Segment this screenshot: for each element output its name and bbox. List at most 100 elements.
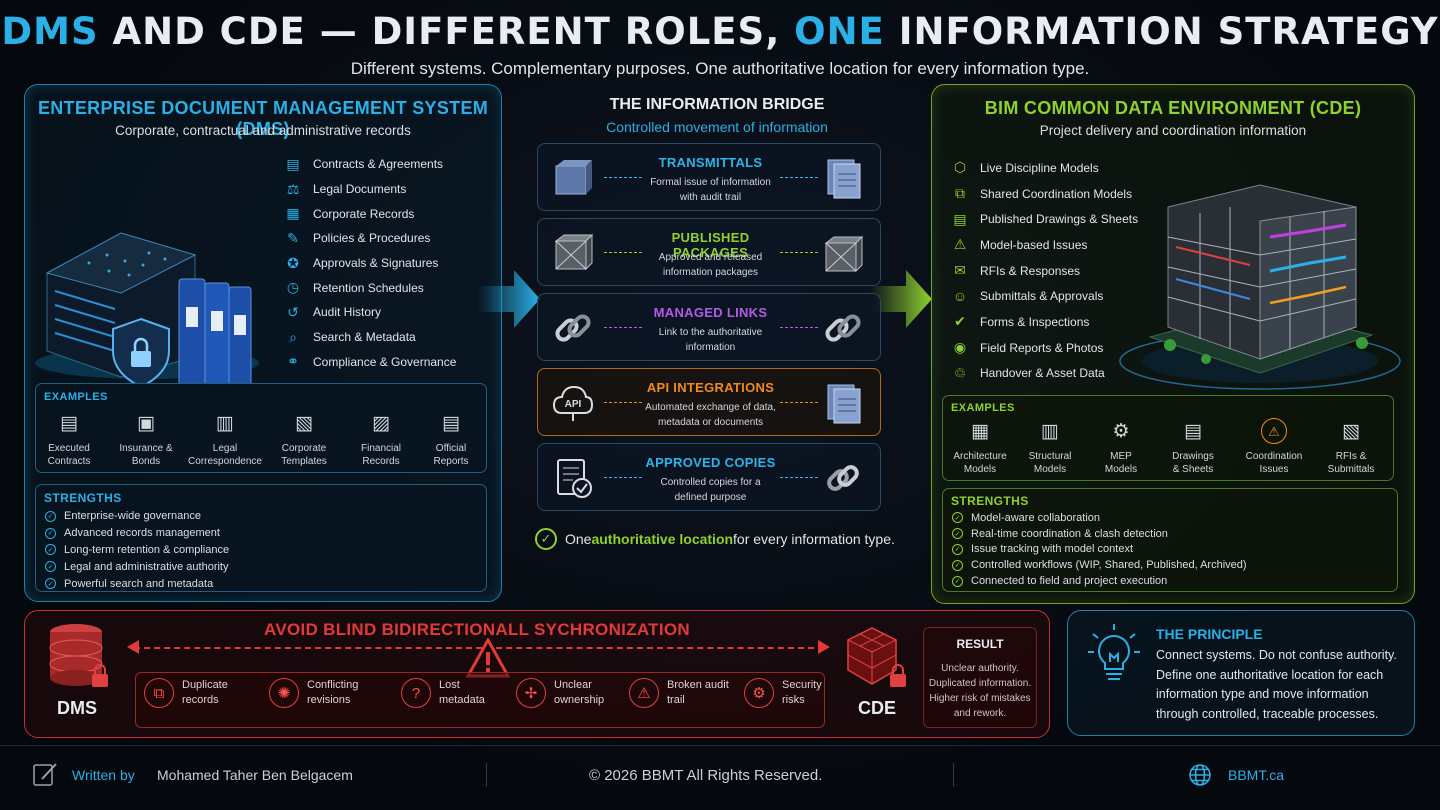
avoid-cde-label: CDE <box>857 698 896 718</box>
bridge-item-name: TRANSMITTALS <box>658 155 763 170</box>
check-icon: ✓ <box>45 510 56 522</box>
cde-panel: BIM COMMON DATA ENVIRONMENT (CDE) Projec… <box>931 84 1415 604</box>
documents-icon <box>827 159 861 199</box>
report-icon: ▤ <box>442 412 460 434</box>
cde-item-list: ⬡Live Discipline Models ⧉Shared Coordina… <box>950 155 1138 386</box>
cde-item: ☺Submittals & Approvals <box>950 283 1138 309</box>
broken-audit-icon: ⚠ <box>629 678 659 708</box>
issue-warning-icon: ⚠ <box>953 236 967 253</box>
template-icon: ▧ <box>295 412 313 434</box>
folder-star-icon: ▣ <box>137 412 155 434</box>
dms-item-list: ▤Contracts & Agreements ⚖Legal Documents… <box>283 152 456 374</box>
policy-icon: ✎ <box>287 229 299 246</box>
dashed-arrow <box>604 177 642 178</box>
check-icon: ✓ <box>952 575 963 587</box>
principle-title: THE PRINCIPLE <box>1156 626 1263 642</box>
cde-item: ✔Forms & Inspections <box>950 309 1138 335</box>
model-share-icon: ⧉ <box>955 185 965 202</box>
cde-title: BIM COMMON DATA ENVIRONMENT (CDE) <box>984 98 1362 118</box>
page-subtitle: Different systems. Complementary purpose… <box>350 59 1090 78</box>
footer-divider <box>0 745 1440 746</box>
bridge-item-published-packages: PUBLISHED PACKAGES Approved and released… <box>537 218 881 286</box>
dms-item: ✪Approvals & Signatures <box>283 251 456 276</box>
cde-example: ▤Drawings& Sheets <box>1153 418 1233 476</box>
mep-model-icon: ⚙ <box>1112 420 1130 442</box>
dashed-arrow <box>780 177 818 178</box>
footer-separator <box>486 763 487 787</box>
check-icon: ✓ <box>45 561 56 573</box>
cde-subtitle: Project delivery and coordination inform… <box>1039 123 1307 138</box>
governance-icon: ⚭ <box>287 353 299 370</box>
avoid-title: AVOID BLIND BIDIRECTIONALL SYCHRONIZATIO… <box>264 620 690 639</box>
arrow-left-icon <box>127 640 139 654</box>
architecture-model-icon: ▦ <box>971 420 989 442</box>
handover-icon: ♲ <box>953 364 967 381</box>
bridge-item-name: MANAGED LINKS <box>653 305 768 320</box>
cde-item: ⧉Shared Coordination Models <box>950 181 1138 207</box>
principle-panel <box>1067 610 1415 736</box>
bim-building-illustration <box>1119 184 1401 390</box>
check-circle-icon: ✓ <box>535 528 557 550</box>
written-by-label: Written by <box>72 767 135 783</box>
dms-item-label: Legal Documents <box>313 182 407 197</box>
dms-title: ENTERPRISE DOCUMENT MANAGEMENT SYSTEM (D… <box>37 98 489 139</box>
strength-item: ✓Model-aware collaboration <box>952 510 1247 526</box>
dms-item-label: Corporate Records <box>313 206 415 221</box>
dms-item-label: Search & Metadata <box>313 330 416 345</box>
author-name: Mohamed Taher Ben Belgacem <box>157 767 353 783</box>
check-icon: ✓ <box>45 527 56 539</box>
bidirectional-dashed-arrow <box>134 647 824 649</box>
principle-text: Connect systems. Do not confuse authorit… <box>1156 648 1397 721</box>
drawing-sheet-icon: ▤ <box>1184 420 1202 442</box>
bridge-item-transmittals: TRANSMITTALS Formal issue of information… <box>537 143 881 211</box>
check-icon: ✓ <box>952 559 963 571</box>
dms-item: ◷Retention Schedules <box>283 275 456 300</box>
dms-database-lock-icon <box>49 624 108 687</box>
lost-metadata-icon: ? <box>401 678 431 708</box>
strength-item: ✓Legal and administrative authority <box>45 558 229 575</box>
dms-item: ▦Corporate Records <box>283 201 456 226</box>
approved-document-icon <box>557 459 592 498</box>
clock-icon: ◷ <box>286 279 300 296</box>
cde-examples-label: EXAMPLES <box>951 402 1015 414</box>
footer-separator <box>953 763 954 787</box>
unclear-ownership-icon: ✢ <box>516 678 546 708</box>
dms-subtitle: Corporate, contractual and administrativ… <box>115 123 411 138</box>
dashed-arrow <box>604 327 642 328</box>
package-crate-icon <box>554 233 594 271</box>
website-link[interactable]: BBMT.ca <box>1228 767 1285 783</box>
dashed-arrow <box>604 477 642 478</box>
copyright: © 2026 BBMT All Rights Reserved. <box>589 767 823 784</box>
globe-icon <box>1189 764 1211 786</box>
dashed-arrow <box>780 327 818 328</box>
lightbulb-icon <box>1088 624 1140 680</box>
dashed-arrow <box>604 402 642 403</box>
dashed-arrow <box>780 477 818 478</box>
package-crate-icon <box>824 235 864 273</box>
history-icon: ↺ <box>287 303 299 320</box>
bridge-item-name: APPROVED COPIES <box>645 455 776 470</box>
arrow-right-blue-icon <box>478 270 540 328</box>
financial-chart-icon: ▨ <box>372 412 390 434</box>
cde-strengths-list: ✓Model-aware collaboration ✓Real-time co… <box>952 510 1247 589</box>
chain-link-icon <box>555 314 591 342</box>
inspection-icon: ✔ <box>954 313 966 330</box>
check-icon: ✓ <box>952 512 963 524</box>
dashed-arrow <box>780 402 818 403</box>
dms-strengths-box: STRENGTHS ✓Enterprise-wide governance ✓A… <box>35 484 487 592</box>
arrow-right-green-icon <box>870 270 932 328</box>
strength-item: ✓Advanced records management <box>45 525 229 542</box>
dms-item: ▤Contracts & Agreements <box>283 152 456 177</box>
chat-bubble-icon: ✉ <box>954 262 966 279</box>
